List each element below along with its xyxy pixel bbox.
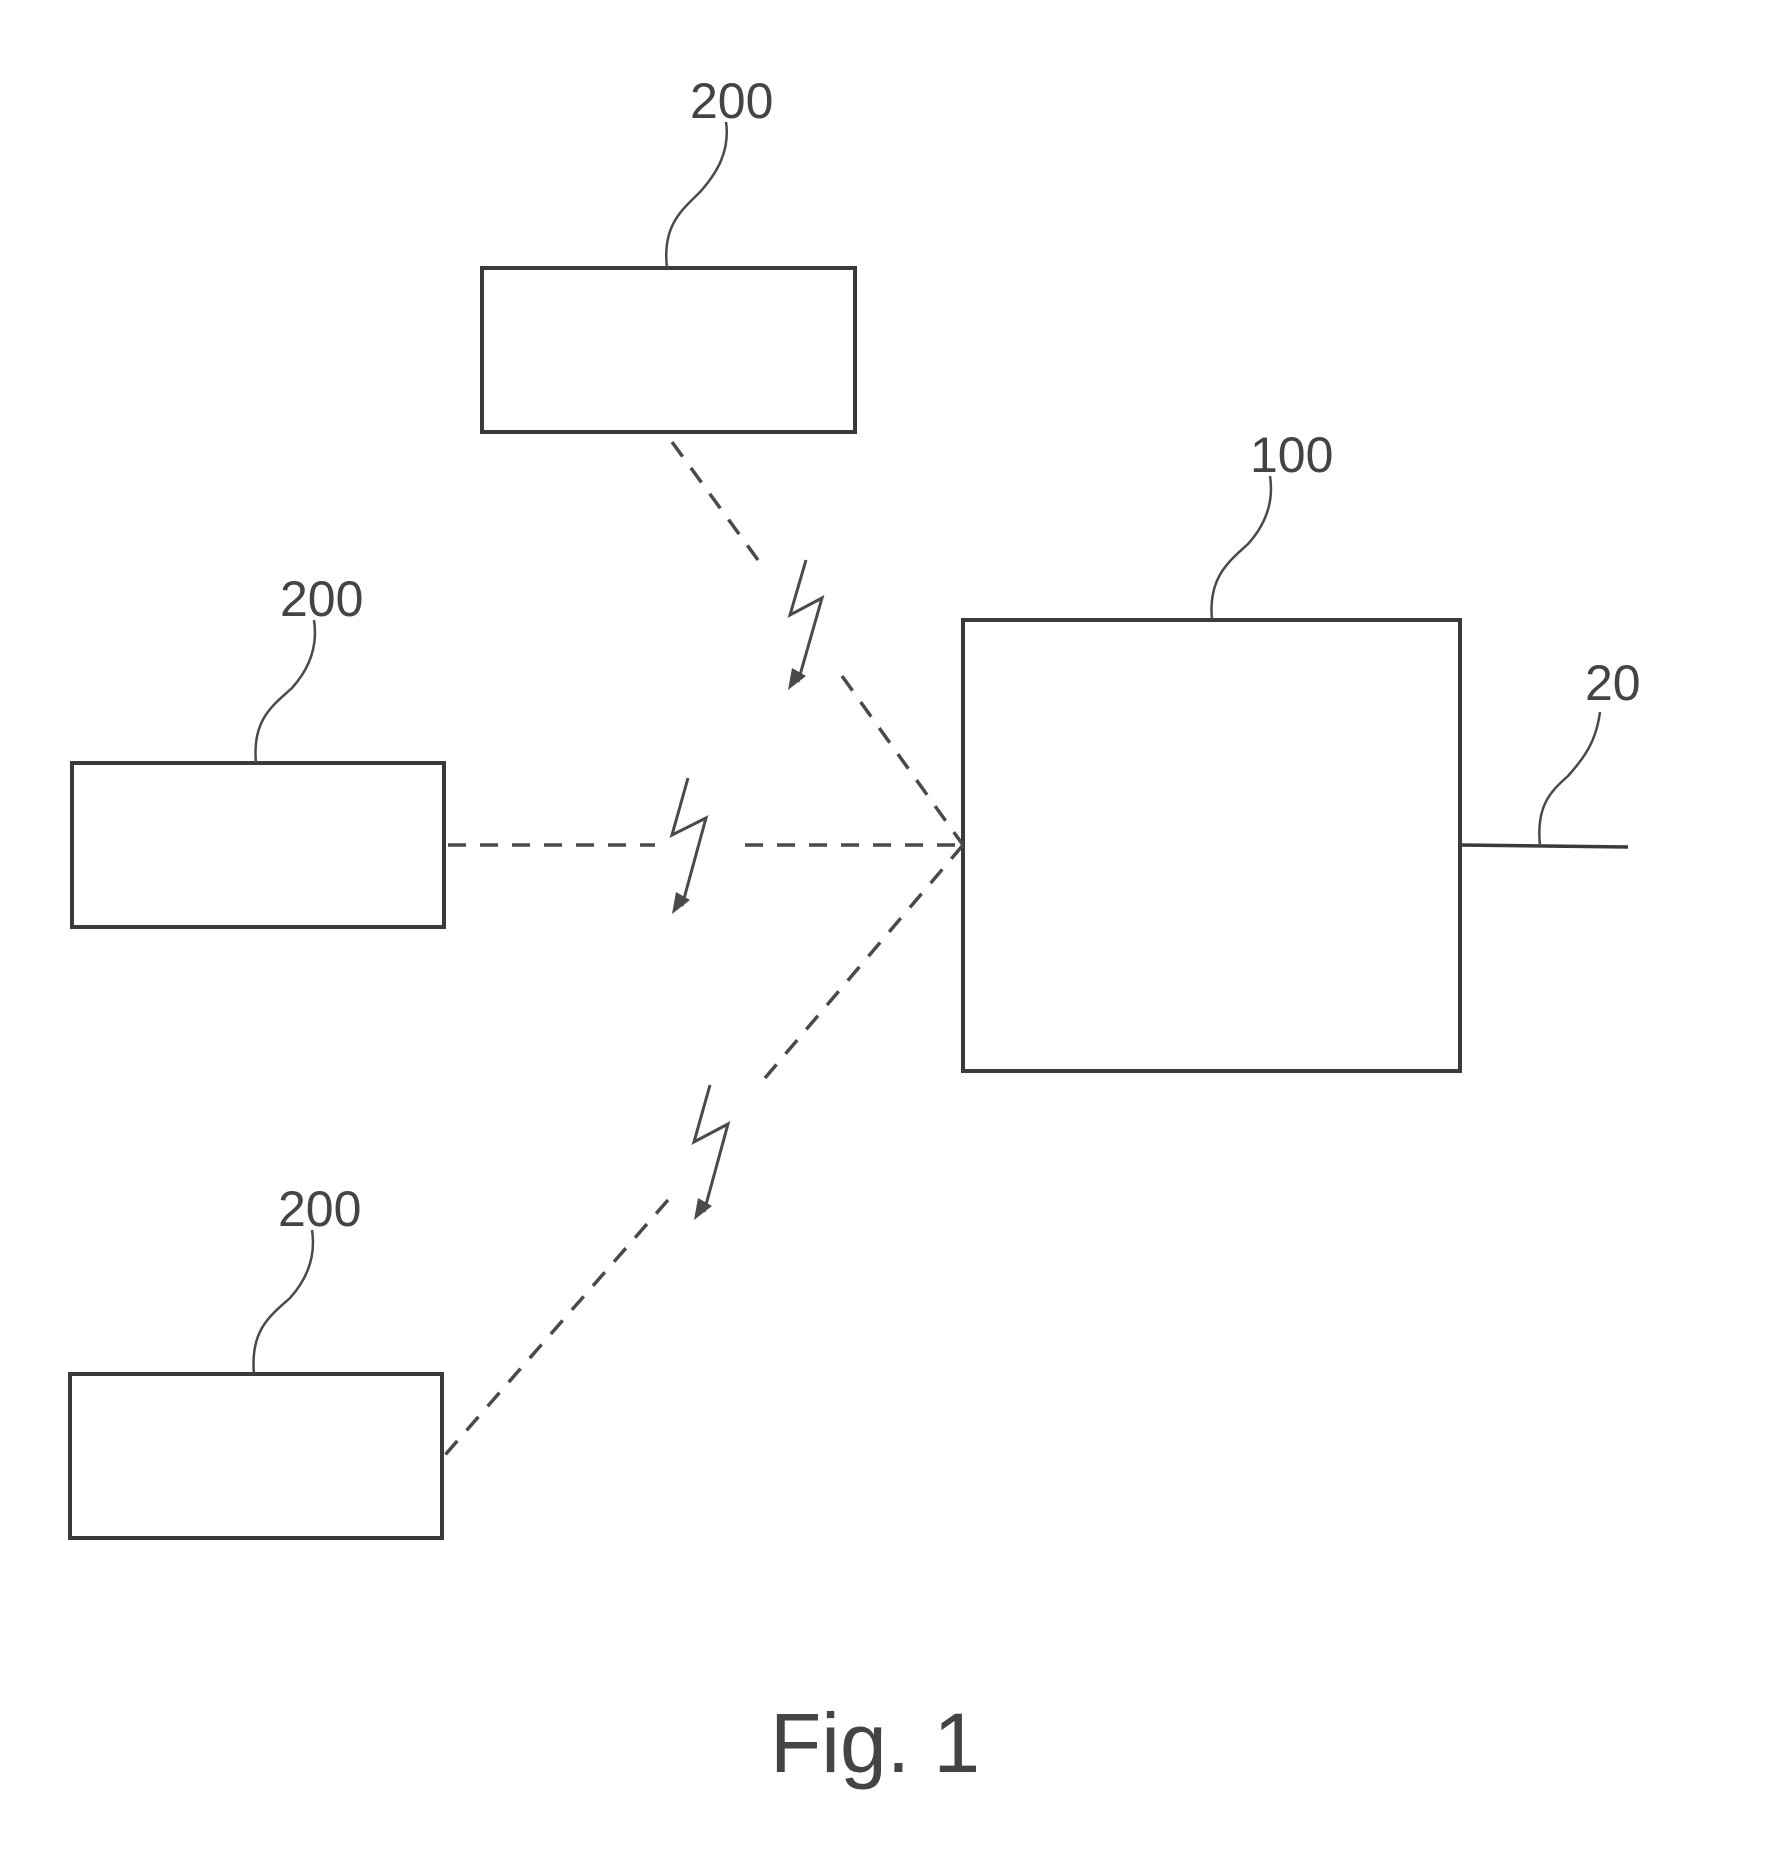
wireless-bolt-top-icon [790, 560, 822, 682]
wireless-bolt-middle-arrowhead [672, 892, 690, 914]
link-bottom [445, 845, 963, 1455]
wireless-bolt-middle-icon [672, 778, 706, 906]
label-device-bottom: 200 [278, 1181, 361, 1237]
hub-box [963, 620, 1460, 1071]
leader-device-top [666, 122, 727, 268]
figure-caption: Fig. 1 [770, 1696, 980, 1790]
label-device-top: 200 [690, 73, 773, 129]
label-device-middle: 200 [280, 571, 363, 627]
device-box-middle [72, 763, 444, 927]
leader-device-bottom [253, 1230, 313, 1374]
label-line-20: 20 [1585, 655, 1641, 711]
link-top [672, 442, 963, 845]
line-20 [1460, 845, 1628, 847]
wireless-bolt-bottom-arrowhead [694, 1198, 712, 1220]
leader-hub [1211, 476, 1271, 620]
wireless-bolt-top-arrowhead [788, 668, 806, 690]
leader-line-20 [1539, 712, 1600, 846]
device-box-bottom [70, 1374, 442, 1538]
label-hub: 100 [1250, 427, 1333, 483]
wireless-bolt-bottom-icon [694, 1085, 728, 1212]
device-box-top [482, 268, 855, 432]
leader-device-middle [255, 620, 315, 763]
